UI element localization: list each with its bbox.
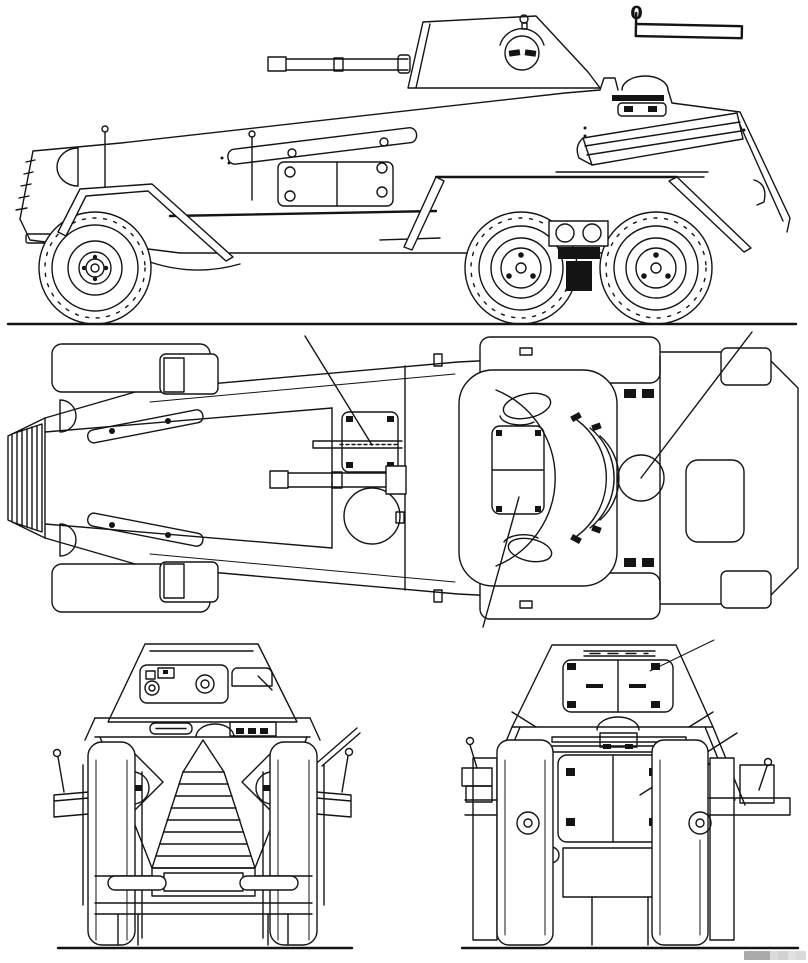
main-gun-plan: [269, 465, 407, 495]
fender-strips-plan: [86, 409, 204, 547]
turret-hatch-oval: [502, 392, 552, 420]
rear-dome: [621, 75, 669, 91]
turret-front: [107, 643, 298, 723]
headlight-plan: [59, 399, 77, 433]
visor-front: [231, 667, 273, 687]
front-wheel-left: [87, 741, 136, 946]
turret-rear: [511, 639, 715, 728]
wheel-boxes-plan: [51, 336, 772, 620]
stowage-bin: [582, 112, 744, 166]
mantlet-front: [139, 664, 229, 704]
hull-outline: [19, 77, 619, 220]
rear-deck: [555, 95, 744, 178]
rear-wheels-left: [496, 739, 554, 946]
hull-plan-outline: [7, 351, 799, 605]
stowage-strip: [227, 127, 418, 165]
running-gear-front: [82, 741, 325, 946]
antennas-rear: [461, 736, 775, 804]
gun-muzzle-front: [195, 674, 215, 694]
rear-wheel-2: [599, 211, 713, 325]
front-view: [52, 643, 361, 950]
turret-plan: [458, 369, 620, 587]
mg-mount: [144, 680, 160, 696]
engine-deck-plan: [624, 355, 745, 601]
hull-side: [15, 75, 791, 233]
front-wheel-right: [269, 741, 318, 946]
gun-barrel-side: [267, 56, 409, 72]
side-door: [277, 161, 394, 207]
nose-louvers: [15, 159, 36, 211]
callout-lines-plan: [304, 331, 753, 628]
mg-barrel-plan: [312, 440, 403, 449]
running-gear-rear: [464, 739, 791, 946]
headlight-plan: [59, 523, 77, 557]
headlight-side: [56, 147, 79, 187]
turret-hatch-oval: [507, 537, 553, 563]
watermark: [744, 951, 806, 960]
rear-bogie-axle: [548, 220, 609, 291]
antennas-front: [52, 747, 354, 793]
vision-port: [504, 35, 540, 71]
rear-dome-view: [596, 716, 640, 731]
gun-mantlet: [397, 54, 411, 74]
driver-hatch-plan: [341, 411, 399, 473]
rear-view: [460, 639, 800, 950]
scale-bar: 0: [630, 3, 744, 40]
fender-bands: [57, 176, 752, 262]
round-hatch-plan: [343, 487, 401, 545]
callout-circle: [617, 454, 665, 502]
scale-bar-ruler: [634, 22, 744, 40]
side-view: [6, 14, 798, 326]
plan-view: [7, 331, 799, 628]
radiator-grille-plan: [11, 417, 46, 539]
front-wheel: [38, 211, 152, 325]
radiator-grille-front: [151, 771, 256, 869]
vision-slit-front: [149, 722, 193, 735]
engine-hatch: [685, 459, 745, 543]
turret-side: [397, 14, 601, 89]
rear-wheels-right: [651, 739, 709, 946]
